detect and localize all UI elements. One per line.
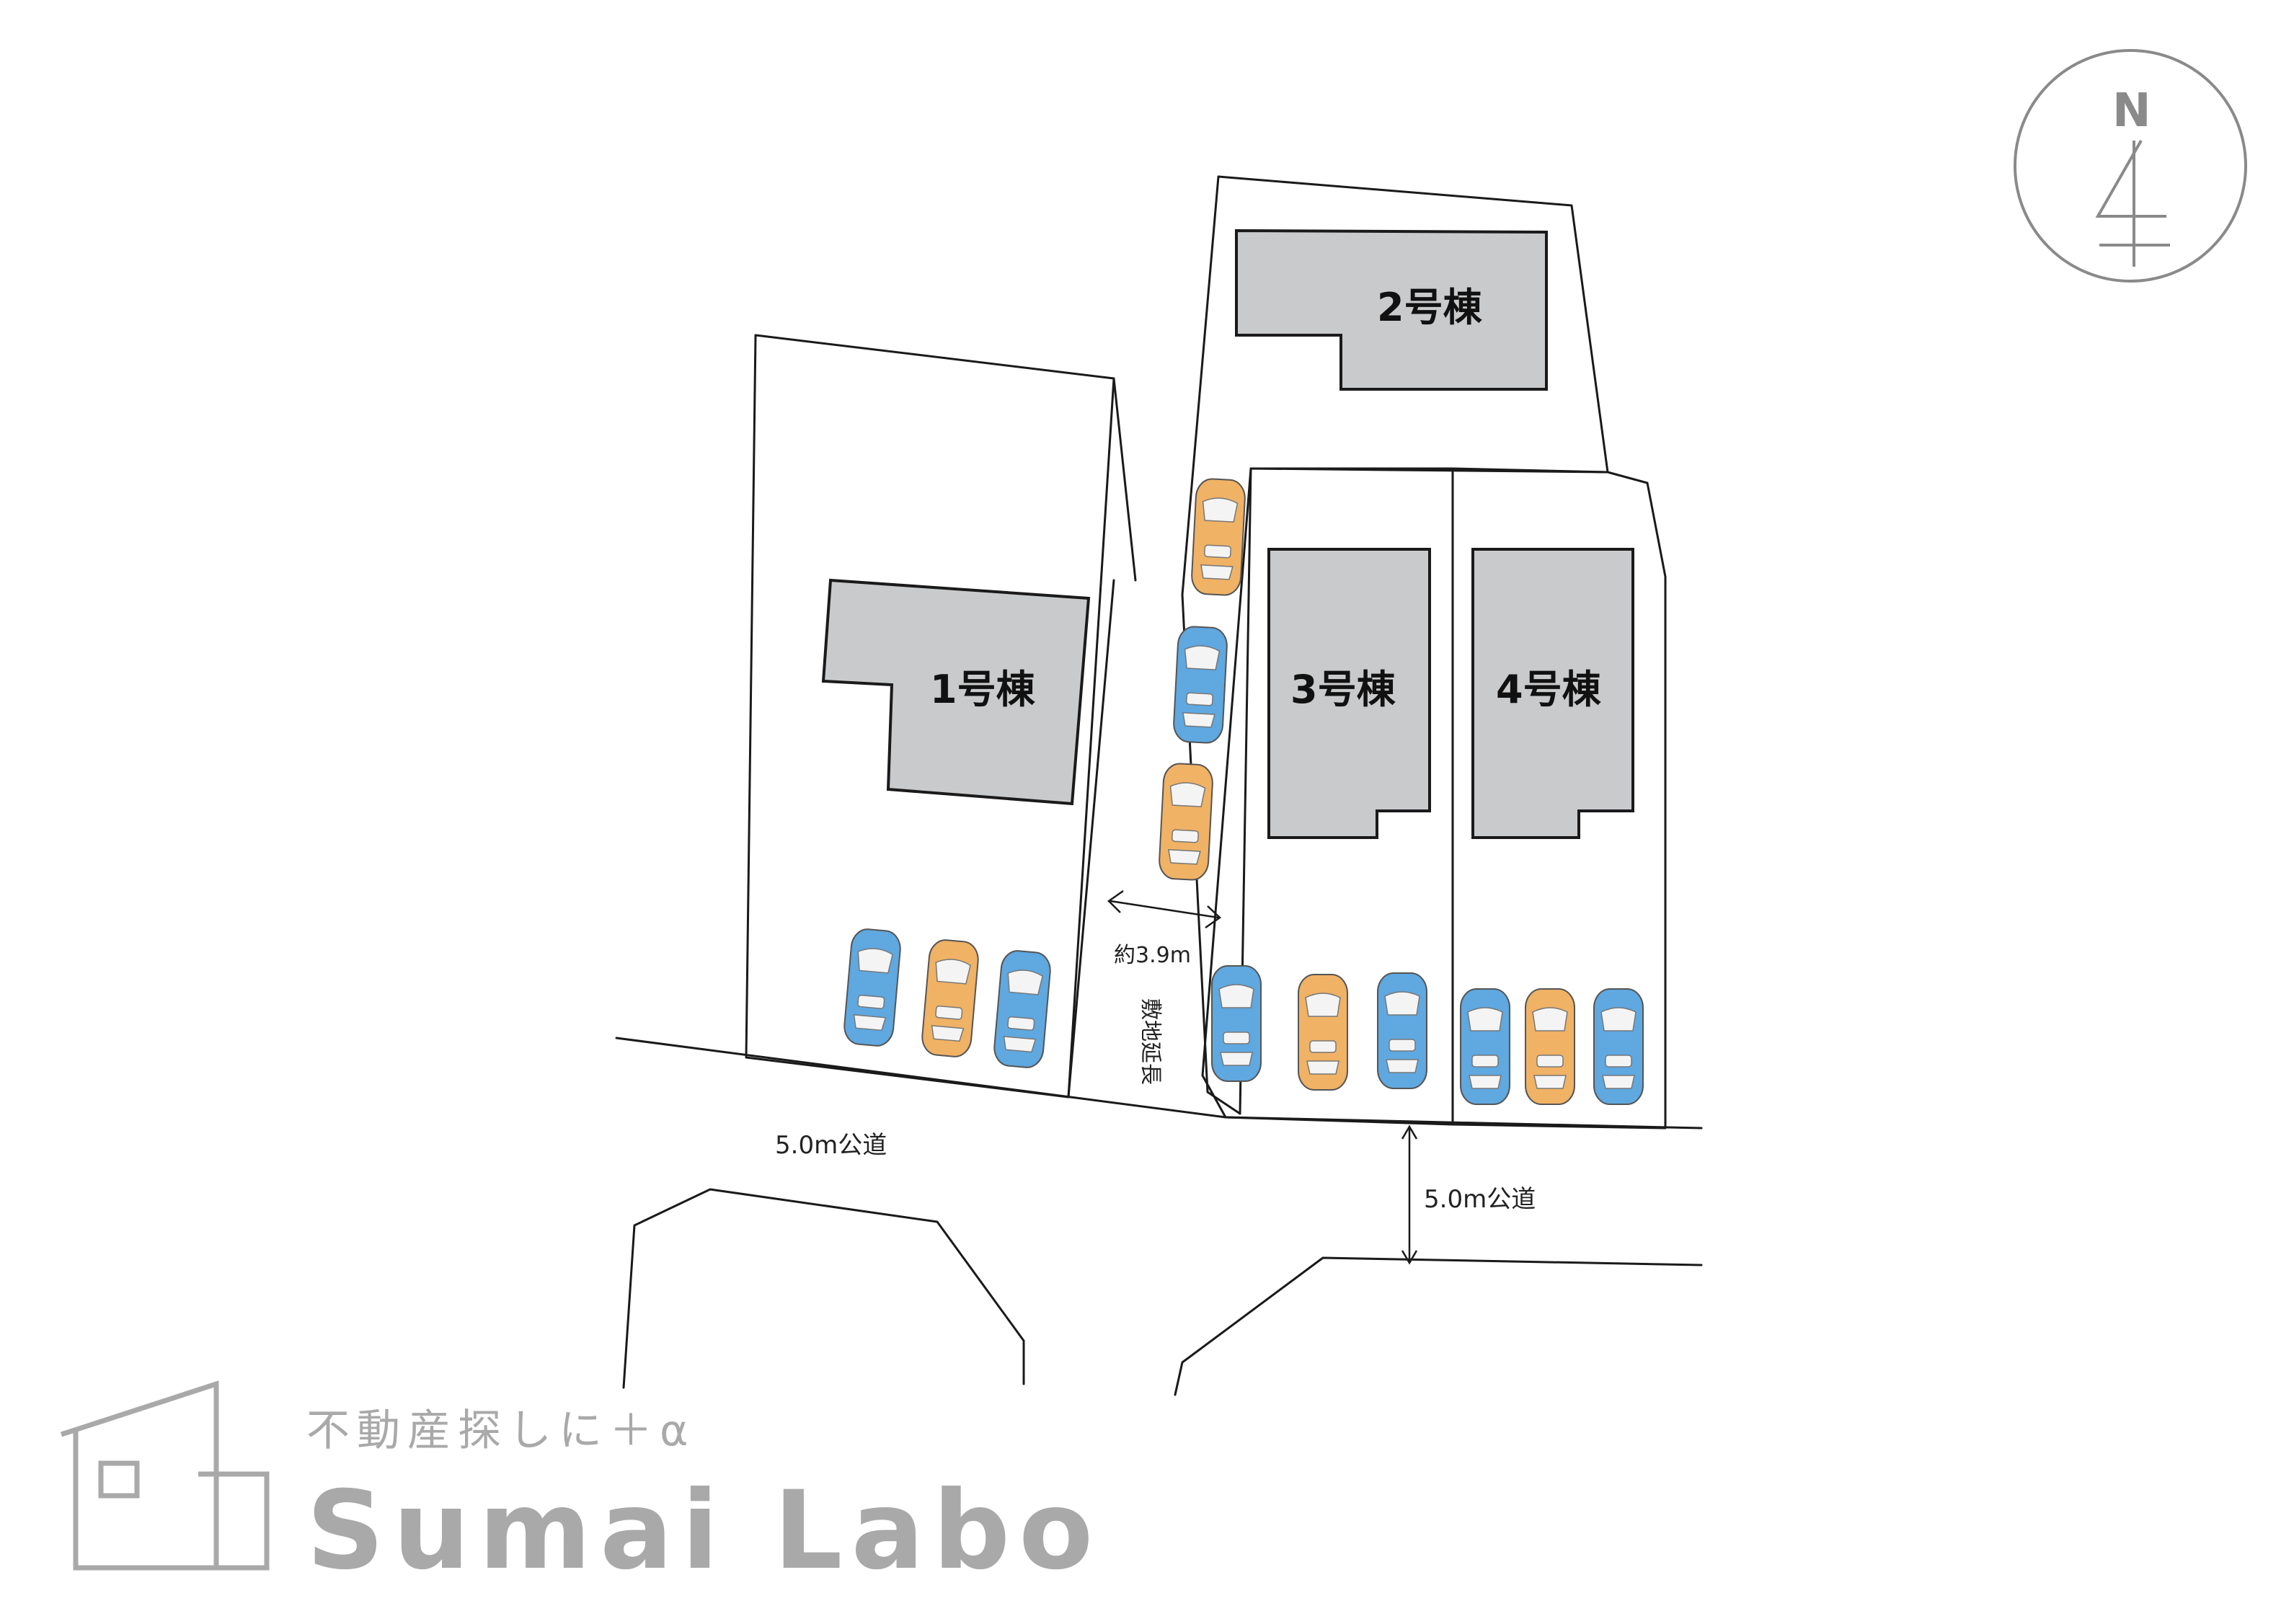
building-3-label: 3号棟 <box>1290 667 1396 712</box>
road-edge-north <box>615 1037 1703 1130</box>
building-3 <box>1267 548 1431 839</box>
car-orange <box>1190 477 1247 597</box>
car-blue <box>1172 625 1229 745</box>
car-blue <box>1211 965 1262 1082</box>
logo-brand: Sumai Labo <box>306 1468 1102 1594</box>
north-arrow-icon: N <box>2014 49 2247 283</box>
driveway-note-label: 敷地延長 <box>1138 998 1163 1085</box>
car-blue <box>842 927 903 1048</box>
road-left-label: 5.0m公道 <box>775 1131 887 1160</box>
building-2 <box>1235 228 1548 391</box>
car-orange <box>1525 988 1575 1105</box>
car-orange <box>1298 974 1348 1091</box>
building-4 <box>1471 548 1634 839</box>
building-2-label: 2号棟 <box>1377 285 1483 330</box>
road-edge-south-left <box>622 1188 1025 1389</box>
driveway-strip-bottom <box>1067 579 1115 1099</box>
car-blue <box>1460 988 1510 1105</box>
driveway-strip <box>1112 377 1137 582</box>
car-orange <box>1157 762 1215 882</box>
driveway-dimension: 約3.9m 敷地延長 <box>1107 889 1221 1085</box>
road-right-label: 5.0m公道 <box>1424 1185 1536 1214</box>
car-blue <box>1593 988 1644 1105</box>
roads: 5.0m公道 5.0m公道 <box>615 1037 1703 1396</box>
building-4-label: 4号棟 <box>1496 667 1602 712</box>
driveway-width-label: 約3.9m <box>1114 943 1191 968</box>
car-orange <box>920 938 980 1059</box>
buildings: 1号棟 2号棟 3号棟 4号棟 <box>821 228 1634 839</box>
road-edge-south-right <box>1174 1256 1703 1396</box>
car-blue <box>1377 972 1427 1089</box>
house-outline-icon <box>60 1380 270 1571</box>
brand-logo: 不動産探しに＋α Sumai Labo <box>60 1380 1102 1594</box>
logo-tagline: 不動産探しに＋α <box>306 1406 696 1456</box>
building-1-label: 1号棟 <box>930 667 1036 712</box>
car-blue <box>992 949 1053 1070</box>
lot-4-boundary <box>1451 467 1667 1130</box>
building-1 <box>821 578 1091 806</box>
compass-letter: N <box>2112 84 2151 138</box>
